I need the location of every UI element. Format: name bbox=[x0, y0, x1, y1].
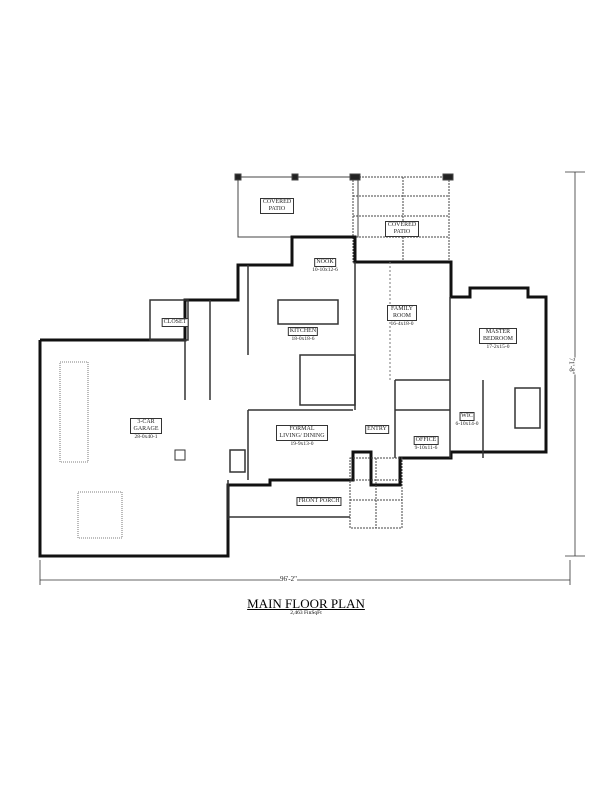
room-size: 28-0x40-1 bbox=[134, 434, 158, 440]
room-size: 9-10x11-6 bbox=[414, 445, 438, 451]
room-name: OFFICE bbox=[413, 436, 439, 445]
room-name: COVERED PATIO bbox=[385, 221, 419, 237]
width-dimension: 96'-2" bbox=[280, 575, 297, 583]
room-name: FAMILY ROOM bbox=[387, 305, 417, 321]
room-label-covered-patio-right: COVERED PATIO bbox=[385, 221, 419, 237]
garage-details bbox=[59, 361, 123, 539]
room-name: 3-CAR GARAGE bbox=[130, 418, 162, 434]
exterior-walls bbox=[38, 235, 548, 558]
room-name: FRONT PORCH bbox=[296, 497, 342, 506]
room-name: MASTER BEDROOM bbox=[479, 328, 517, 344]
room-name: FORMAL LIVING/ DINING bbox=[276, 425, 328, 441]
room-size: 18-0x18-6 bbox=[291, 336, 315, 342]
dimension-lines bbox=[39, 171, 585, 585]
room-label-front-porch: FRONT PORCH bbox=[296, 497, 342, 506]
room-name: WIC bbox=[459, 412, 475, 421]
plan-title-text: MAIN FLOOR PLAN bbox=[247, 596, 365, 611]
room-name: NOOK bbox=[314, 258, 336, 267]
room-name: COVERED PATIO bbox=[260, 198, 294, 214]
plan-subtitle: 2,463 FinSqFt bbox=[290, 610, 322, 616]
depth-dimension: 71'-8" bbox=[567, 357, 576, 375]
room-name: CLOSET bbox=[161, 318, 189, 327]
room-size: 19-9x13-0 bbox=[290, 441, 314, 447]
room-label-closet: CLOSET bbox=[161, 318, 189, 327]
room-size: 10-10x12-6 bbox=[312, 267, 338, 273]
garage-post bbox=[174, 449, 186, 461]
room-size: 6-10x14-0 bbox=[455, 421, 479, 427]
room-label-entry: ENTRY bbox=[365, 425, 389, 434]
room-size: 17-2x15-0 bbox=[486, 344, 510, 350]
front-porch-grid bbox=[349, 457, 403, 529]
covered-patio-outline bbox=[234, 173, 454, 263]
plan-title: MAIN FLOOR PLAN bbox=[0, 596, 612, 612]
room-size: 16-4x18-0 bbox=[390, 321, 414, 327]
room-label-covered-patio-left: COVERED PATIO bbox=[260, 198, 294, 214]
room-name: ENTRY bbox=[365, 425, 389, 434]
room-name: KITCHEN bbox=[287, 327, 319, 336]
